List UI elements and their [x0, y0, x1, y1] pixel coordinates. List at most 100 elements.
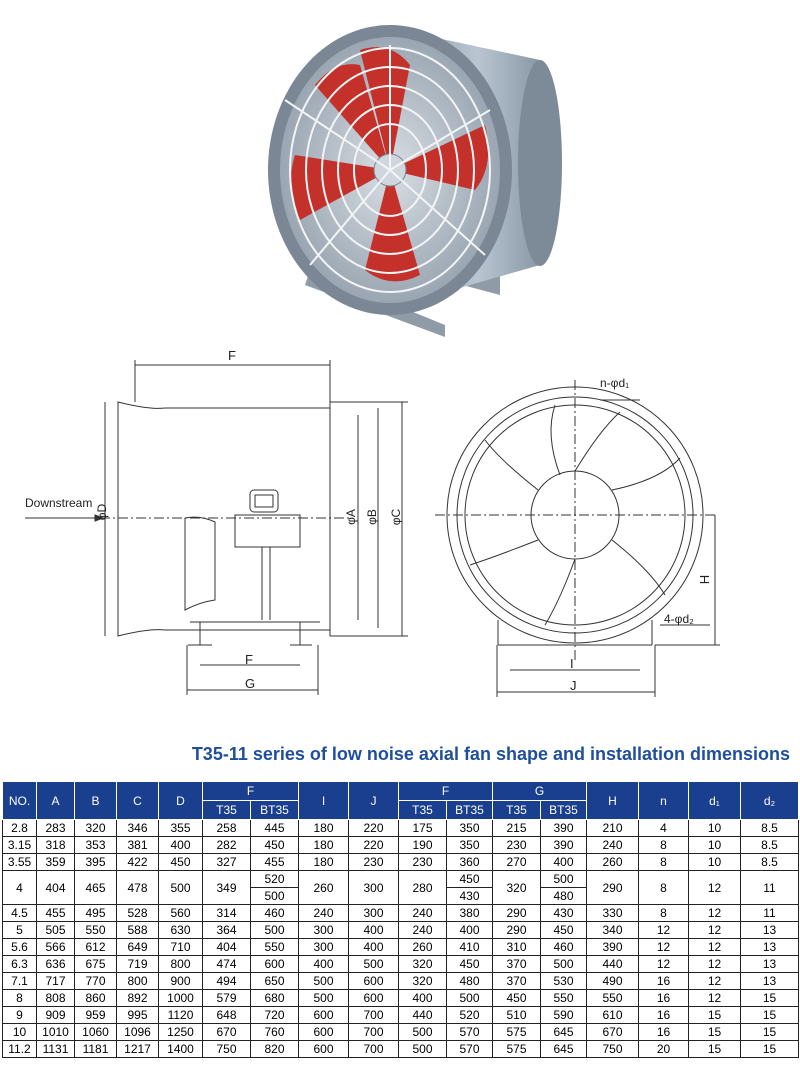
table-cell: 570 — [446, 1040, 493, 1058]
table-cell: 381 — [116, 836, 159, 854]
table-cell: 10 — [688, 853, 741, 871]
label-dim-c: φC — [389, 508, 404, 526]
table-cell: 220 — [348, 836, 399, 854]
table-cell: 8 — [638, 870, 689, 905]
table-cell: 215 — [492, 819, 541, 837]
table-cell: 1400 — [158, 1040, 203, 1058]
table-cell: 579 — [202, 989, 251, 1007]
table-cell: 648 — [202, 1006, 251, 1024]
table-cell: 892 — [116, 989, 159, 1007]
table-cell: 460 — [540, 938, 587, 956]
col-g-t35: T35 — [492, 800, 541, 820]
table-cell: 11 — [740, 870, 799, 905]
table-cell: 510 — [492, 1006, 541, 1024]
table-cell: 16 — [638, 1023, 689, 1041]
table-cell: 320 — [398, 972, 447, 990]
table-cell: 180 — [298, 853, 349, 871]
table-cell: 1000 — [158, 989, 203, 1007]
table-cell: 550 — [250, 938, 299, 956]
table-cell: 500 — [540, 870, 587, 888]
col-group-g: G — [492, 781, 587, 801]
table-cell: 500 — [158, 870, 203, 905]
table-cell: 645 — [540, 1023, 587, 1041]
table-cell: 550 — [586, 989, 639, 1007]
table-cell: 450 — [446, 870, 493, 888]
table-cell: 5.6 — [2, 938, 37, 956]
table-cell: 270 — [492, 853, 541, 871]
table-cell: 430 — [540, 904, 587, 922]
table-cell: 480 — [540, 887, 587, 905]
table-cell: 500 — [398, 1040, 447, 1058]
table-cell: 500 — [298, 972, 349, 990]
table-cell: 675 — [74, 955, 117, 973]
table-cell: 300 — [348, 870, 399, 905]
table-cell: 480 — [446, 972, 493, 990]
table-cell: 995 — [116, 1006, 159, 1024]
table-cell: 12 — [638, 955, 689, 973]
table-cell: 400 — [158, 836, 203, 854]
table-cell: 314 — [202, 904, 251, 922]
table-cell: 240 — [398, 921, 447, 939]
table-cell: 8 — [638, 836, 689, 854]
table-cell: 12 — [688, 938, 741, 956]
table-cell: 12 — [688, 972, 741, 990]
table-cell: 16 — [638, 1006, 689, 1024]
table-cell: 8.5 — [740, 853, 799, 871]
table-cell: 494 — [202, 972, 251, 990]
table-cell: 390 — [540, 836, 587, 854]
table-cell: 13 — [740, 938, 799, 956]
table-cell: 455 — [250, 853, 299, 871]
table-cell: 4 — [2, 870, 37, 905]
table-cell: 400 — [298, 955, 349, 973]
table-cell: 500 — [446, 989, 493, 1007]
table-cell: 15 — [740, 1040, 799, 1058]
table-cell: 340 — [586, 921, 639, 939]
col-d: D — [158, 781, 203, 820]
table-cell: 330 — [586, 904, 639, 922]
table-cell: 290 — [492, 904, 541, 922]
table-cell: 11.2 — [2, 1040, 37, 1058]
table-cell: 1250 — [158, 1023, 203, 1041]
table-cell: 390 — [540, 819, 587, 837]
table-cell: 720 — [250, 1006, 299, 1024]
label-n-d1: n-φd₁ — [600, 376, 630, 390]
table-cell: 800 — [158, 955, 203, 973]
table-cell: 800 — [116, 972, 159, 990]
table-cell: 860 — [74, 989, 117, 1007]
table-cell: 717 — [36, 972, 75, 990]
label-dim-h: H — [697, 574, 713, 585]
table-cell: 320 — [492, 870, 541, 905]
label-dim-g: G — [245, 676, 256, 691]
table-cell: 630 — [158, 921, 203, 939]
table-cell: 8 — [2, 989, 37, 1007]
table-cell: 12 — [688, 955, 741, 973]
table-cell: 283 — [36, 819, 75, 837]
table-cell: 240 — [586, 836, 639, 854]
dimension-drawings — [25, 360, 720, 697]
table-cell: 1120 — [158, 1006, 203, 1024]
table-cell: 300 — [298, 921, 349, 939]
table-cell: 710 — [158, 938, 203, 956]
table-cell: 750 — [586, 1040, 639, 1058]
table-cell: 1010 — [36, 1023, 75, 1041]
table-cell: 400 — [348, 938, 399, 956]
table-cell: 612 — [74, 938, 117, 956]
table-cell: 610 — [586, 1006, 639, 1024]
col-d2: d₂ — [740, 781, 799, 820]
col-n: n — [638, 781, 689, 820]
table-cell: 15 — [740, 989, 799, 1007]
table-cell: 8 — [638, 904, 689, 922]
table-cell: 180 — [298, 819, 349, 837]
table-cell: 13 — [740, 972, 799, 990]
table-cell: 300 — [348, 904, 399, 922]
table-cell: 400 — [446, 921, 493, 939]
table-cell: 719 — [116, 955, 159, 973]
table-cell: 12 — [638, 938, 689, 956]
label-4-d2: 4-φd₂ — [664, 612, 694, 626]
table-cell: 260 — [586, 853, 639, 871]
label-dim-i: I — [570, 656, 574, 671]
table-cell: 350 — [446, 819, 493, 837]
